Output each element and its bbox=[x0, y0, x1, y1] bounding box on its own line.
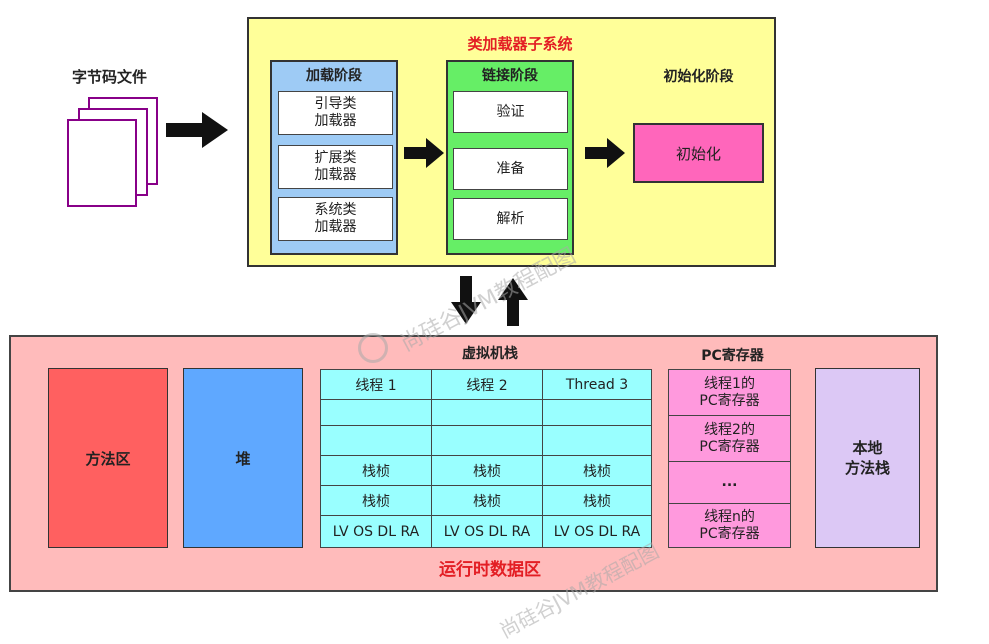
stack-cell-empty bbox=[320, 399, 432, 426]
pc-register-thread-n: 线程n的 PC寄存器 bbox=[668, 503, 791, 548]
frame-detail: LV OS DL RA bbox=[431, 515, 543, 548]
stack-frame: 栈桢 bbox=[542, 485, 652, 516]
pc-register-label: ... bbox=[721, 474, 738, 490]
prepare-box: 准备 bbox=[453, 148, 568, 190]
watermark-logo-icon bbox=[358, 333, 388, 363]
native-method-stack: 本地 方法栈 bbox=[815, 368, 920, 548]
loading-stage-title: 加载阶段 bbox=[306, 68, 362, 84]
extension-loader-line1: 扩展类 bbox=[314, 150, 357, 166]
linking-stage-title: 链接阶段 bbox=[482, 68, 538, 84]
extension-loader: 扩展类 加载器 bbox=[278, 145, 393, 189]
native-stack-line2: 方法栈 bbox=[844, 459, 890, 477]
resolve-box: 解析 bbox=[453, 198, 568, 240]
method-area: 方法区 bbox=[48, 368, 168, 548]
pc-register-label: PC寄存器 bbox=[699, 525, 760, 542]
arrow-right-icon bbox=[585, 138, 625, 168]
stack-cell-empty bbox=[542, 425, 652, 456]
runtime-title: 运行时数据区 bbox=[439, 560, 541, 580]
pc-register-thread-2: 线程2的 PC寄存器 bbox=[668, 415, 791, 462]
vm-stack-title: 虚拟机栈 bbox=[462, 346, 518, 362]
thread-2-header: 线程 2 bbox=[431, 369, 543, 400]
stack-frame: 栈桢 bbox=[320, 455, 432, 486]
frame-detail: LV OS DL RA bbox=[320, 515, 432, 548]
stack-cell-empty bbox=[320, 425, 432, 456]
stack-frame: 栈桢 bbox=[431, 455, 543, 486]
init-box: 初始化 bbox=[633, 123, 764, 183]
bootstrap-loader: 引导类 加载器 bbox=[278, 91, 393, 135]
bytecode-file-front bbox=[67, 119, 137, 207]
arrow-right-icon bbox=[166, 112, 228, 148]
thread-1-header: 线程 1 bbox=[320, 369, 432, 400]
frame-detail: LV OS DL RA bbox=[542, 515, 652, 548]
system-loader: 系统类 加载器 bbox=[278, 197, 393, 241]
pc-register-label: PC寄存器 bbox=[699, 438, 760, 455]
classloader-title: 类加载器子系统 bbox=[467, 35, 573, 53]
init-stage-title: 初始化阶段 bbox=[663, 69, 734, 85]
stack-frame: 栈桢 bbox=[542, 455, 652, 486]
bytecode-label: 字节码文件 bbox=[72, 68, 148, 86]
heap: 堆 bbox=[183, 368, 303, 548]
pc-register-thread-1: 线程1的 PC寄存器 bbox=[668, 369, 791, 416]
pc-register-label: 线程1的 bbox=[704, 375, 755, 392]
stack-cell-empty bbox=[542, 399, 652, 426]
pc-register-label: 线程2的 bbox=[704, 421, 755, 438]
pc-register-ellipsis: ... bbox=[668, 461, 791, 504]
pc-register-title: PC寄存器 bbox=[701, 348, 764, 364]
stack-frame: 栈桢 bbox=[320, 485, 432, 516]
stack-cell-empty bbox=[431, 399, 543, 426]
arrow-down-icon bbox=[451, 276, 481, 324]
arrow-right-icon bbox=[404, 138, 444, 168]
extension-loader-line2: 加载器 bbox=[314, 167, 357, 183]
bootstrap-loader-line1: 引导类 bbox=[314, 96, 357, 112]
arrow-up-icon bbox=[498, 278, 528, 326]
system-loader-line2: 加载器 bbox=[314, 219, 357, 235]
thread-3-header: Thread 3 bbox=[542, 369, 652, 400]
pc-register-label: 线程n的 bbox=[704, 508, 755, 525]
stack-frame: 栈桢 bbox=[431, 485, 543, 516]
pc-register-label: PC寄存器 bbox=[699, 392, 760, 409]
system-loader-line1: 系统类 bbox=[314, 202, 357, 218]
stack-cell-empty bbox=[431, 425, 543, 456]
bootstrap-loader-line2: 加载器 bbox=[314, 113, 357, 129]
native-stack-line1: 本地 bbox=[852, 439, 883, 457]
verify-box: 验证 bbox=[453, 91, 568, 133]
